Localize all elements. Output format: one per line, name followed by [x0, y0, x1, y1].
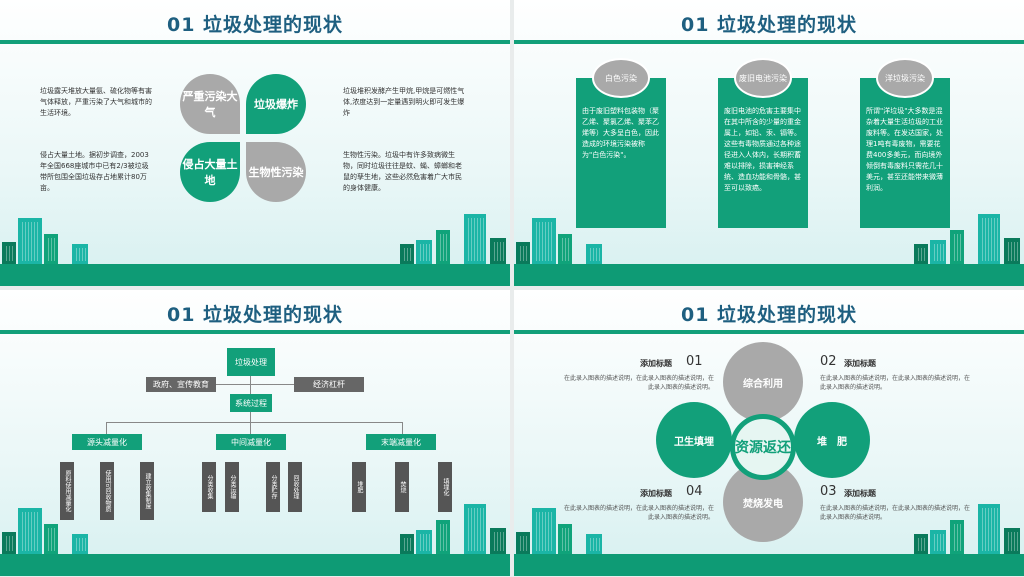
- card-label-foreign: 洋垃圾污染: [876, 58, 934, 98]
- connector: [106, 422, 107, 434]
- node-economic: 经济杠杆: [294, 377, 364, 392]
- slide-title: 01 垃圾处理的现状: [680, 14, 858, 36]
- circle-explosion: 垃圾爆炸: [246, 74, 306, 134]
- card-text: 废旧电池的危害主要集中在其中所含的少量的重金属上，如铅、汞、镉等。这些有毒物质通…: [724, 107, 801, 192]
- node-end-reduction: 末端减量化: [366, 434, 436, 450]
- text-land: 侵占大量土地。据初步调查，2003年全国668座城市中已有2/3被垃圾带所包围全…: [40, 151, 149, 192]
- center-circle: 资源返还: [730, 414, 796, 480]
- card-label-battery: 废旧电池污染: [734, 58, 792, 98]
- leaf-item: 使用可回收物质: [100, 462, 114, 520]
- text-air-pollution: 垃圾露天堆放大量氨、硫化物等有害气体释放，严重污染了大气和城市的生活环境。: [40, 87, 152, 117]
- connector: [250, 376, 251, 398]
- leaf-item: 回收处理: [288, 462, 302, 512]
- card-text: 由于废旧塑料包装物（聚乙烯、聚氯乙烯、聚苯乙烯等）大多呈白色，因此造成的环境污染…: [582, 107, 659, 159]
- city-skyline-right: [914, 208, 1024, 264]
- leaf-item: 建立收集制度: [140, 462, 154, 520]
- block-03-title: 添加标题: [844, 489, 876, 498]
- connector: [106, 422, 402, 423]
- card-text: 所谓"洋垃圾"大多数是混杂着大量生活垃圾的工业废料等。在发达国家，处理1吨有毒废…: [866, 107, 943, 192]
- city-skyline-left: [514, 498, 624, 554]
- block-03-num: 03: [820, 484, 837, 499]
- city-skyline-left: [0, 498, 110, 554]
- card-white-pollution: 由于废旧塑料包装物（聚乙烯、聚氯乙烯、聚苯乙烯等）大多呈白色，因此造成的环境污染…: [576, 78, 666, 228]
- slide-title: 01 垃圾处理的现状: [166, 14, 344, 36]
- block-04-num: 04: [686, 484, 703, 499]
- slide-title: 01 垃圾处理的现状: [680, 304, 858, 326]
- node-middle-reduction: 中间减量化: [216, 434, 286, 450]
- card-foreign-waste: 所谓"洋垃圾"大多数是混杂着大量生活垃圾的工业废料等。在发达国家，处理1吨有毒废…: [860, 78, 950, 228]
- circle-air: 严重污染大气: [180, 74, 240, 134]
- city-skyline-right: [400, 208, 510, 264]
- block-01-title: 添加标题: [640, 359, 672, 368]
- text-bio: 生物性污染。垃圾中有许多致病微生物，同时垃圾往往是蚊、蝇、蟑螂和老鼠的孳生地，这…: [343, 151, 462, 192]
- petal-right: 堆 肥: [794, 402, 870, 478]
- block-03-desc: 在此录入图表的描述说明，在此录入图表的描述说明，在此录入图表的描述说明。: [820, 505, 971, 521]
- leaf-item: 填埋化: [438, 462, 452, 512]
- ground-bar: [514, 554, 1024, 576]
- circle-land: 侵占大量土地: [180, 142, 240, 202]
- city-skyline-right: [914, 498, 1024, 554]
- title-bar: [0, 330, 510, 334]
- slide-3[interactable]: 01 垃圾处理的现状 垃圾处理 政府、宣传教育 经济杠杆 系统过程 源头减量化 …: [0, 290, 510, 576]
- slide-1[interactable]: 01 垃圾处理的现状 垃圾露天堆放大量氨、硫化物等有害气体释放，严重污染了大气和…: [0, 0, 510, 286]
- slide-title: 01 垃圾处理的现状: [166, 304, 344, 326]
- block-01-num: 01: [686, 354, 703, 369]
- leaf-item: 分类贮存: [266, 462, 280, 512]
- leaf-item: 原料使用减量化: [60, 462, 74, 520]
- ground-bar: [0, 554, 510, 576]
- circle-bio: 生物性污染: [246, 142, 306, 202]
- block-01-desc: 在此录入图表的描述说明，在此录入图表的描述说明，在此录入图表的描述说明。: [564, 375, 715, 391]
- slide-4[interactable]: 01 垃圾处理的现状 综合利用 卫生填埋 堆 肥 焚烧发电 资源返还 添加标题 …: [514, 290, 1024, 576]
- leaf-item: 焚烧: [395, 462, 409, 512]
- ground-bar: [0, 264, 510, 286]
- leaf-item: 分类收集: [202, 462, 216, 512]
- node-source-reduction: 源头减量化: [72, 434, 142, 450]
- node-government: 政府、宣传教育: [146, 377, 216, 392]
- petal-top: 综合利用: [723, 342, 803, 422]
- city-skyline-left: [0, 208, 110, 264]
- card-label-white: 白色污染: [592, 58, 650, 98]
- leaf-item: 分类运输: [225, 462, 239, 512]
- text-explosion: 垃圾堆积发酵产生甲烷,甲烷是可燃性气体,浓度达到一定量遇到明火即可发生爆炸: [343, 87, 465, 117]
- city-skyline-right: [400, 498, 510, 554]
- slide-2[interactable]: 01 垃圾处理的现状 由于废旧塑料包装物（聚乙烯、聚氯乙烯、聚苯乙烯等）大多呈白…: [514, 0, 1024, 286]
- ground-bar: [514, 264, 1024, 286]
- block-02-desc: 在此录入图表的描述说明，在此录入图表的描述说明，在此录入图表的描述说明。: [820, 375, 971, 391]
- node-process: 系统过程: [230, 394, 272, 412]
- block-02-num: 02: [820, 354, 837, 369]
- block-04-title: 添加标题: [640, 489, 672, 498]
- title-bar: [514, 330, 1024, 334]
- node-root: 垃圾处理: [227, 348, 275, 376]
- connector: [210, 384, 294, 385]
- card-battery-pollution: 废旧电池的危害主要集中在其中所含的少量的重金属上，如铅、汞、镉等。这些有毒物质通…: [718, 78, 808, 228]
- connector: [402, 422, 403, 434]
- connector: [250, 422, 251, 434]
- title-bar: [514, 40, 1024, 44]
- block-02-title: 添加标题: [844, 359, 876, 368]
- leaf-item: 堆肥: [352, 462, 366, 512]
- block-04-desc: 在此录入图表的描述说明，在此录入图表的描述说明，在此录入图表的描述说明。: [564, 505, 715, 521]
- petal-left: 卫生填埋: [656, 402, 732, 478]
- title-bar: [0, 40, 510, 44]
- city-skyline-left: [514, 208, 624, 264]
- connector: [250, 412, 251, 422]
